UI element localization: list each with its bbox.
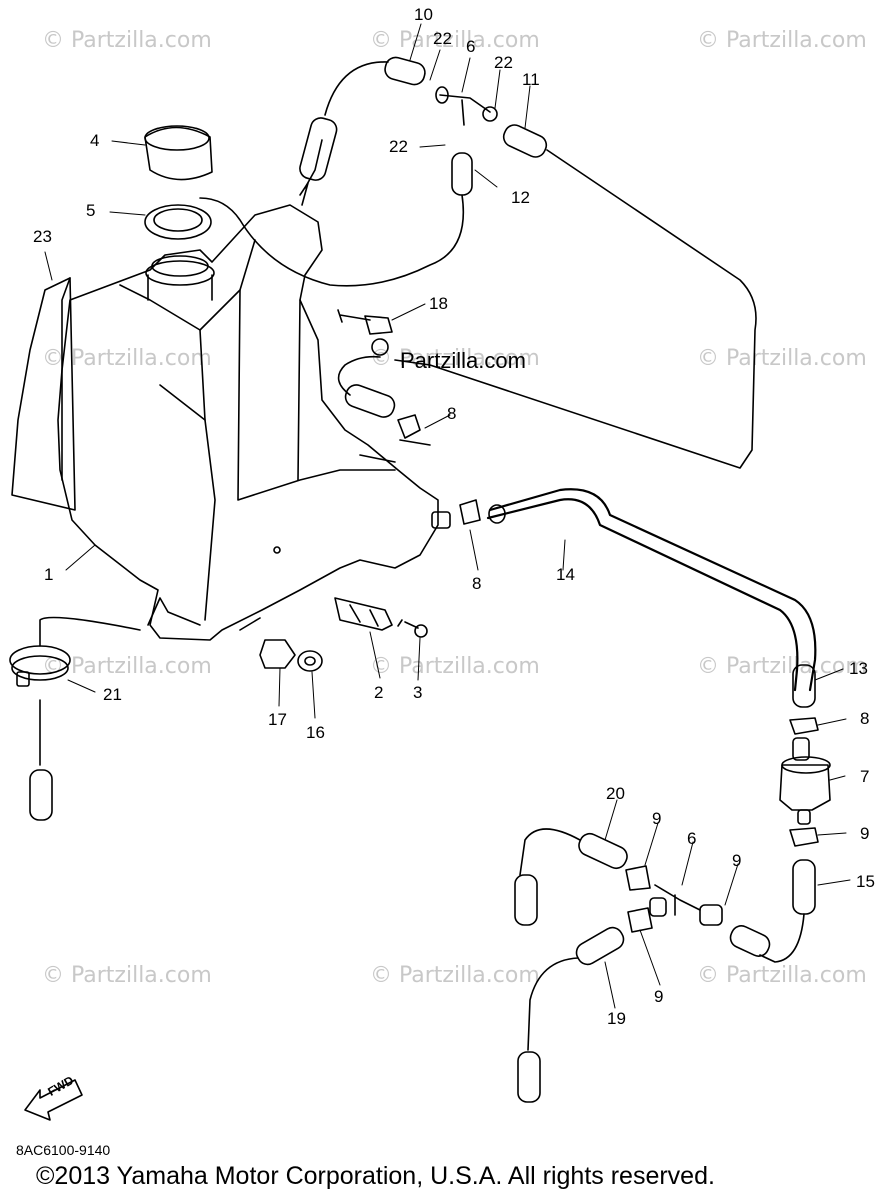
callout-22[interactable]: 22	[389, 137, 408, 156]
watermark: © Partzilla.com	[42, 963, 212, 988]
watermark: © Partzilla.com	[370, 963, 540, 988]
watermark: © Partzilla.com	[370, 28, 540, 53]
callout-23[interactable]: 23	[33, 227, 52, 246]
callout-20[interactable]: 20	[606, 784, 625, 803]
watermark: © Partzilla.com	[370, 346, 540, 371]
callout-16[interactable]: 16	[306, 723, 325, 742]
callout-21[interactable]: 21	[103, 685, 122, 704]
callout-8[interactable]: 8	[472, 574, 482, 593]
callout-10[interactable]: 10	[414, 5, 433, 24]
watermark: © Partzilla.com	[697, 963, 867, 988]
callout-8[interactable]: 8	[447, 404, 457, 423]
callout-15[interactable]: 15	[856, 872, 875, 891]
callout-6[interactable]: 6	[466, 37, 476, 56]
callout-3[interactable]: 3	[413, 683, 423, 702]
callout-9[interactable]: 9	[732, 851, 742, 870]
callout-2[interactable]: 2	[374, 683, 384, 702]
callout-5[interactable]: 5	[86, 201, 96, 220]
watermark: © Partzilla.com	[697, 28, 867, 53]
copyright-notice: ©2013 Yamaha Motor Corporation, U.S.A. A…	[36, 1162, 715, 1190]
callout-1[interactable]: 1	[44, 565, 54, 584]
watermark: © Partzilla.com	[42, 346, 212, 371]
callout-4[interactable]: 4	[90, 131, 100, 150]
callout-6[interactable]: 6	[687, 829, 697, 848]
callout-8[interactable]: 8	[860, 709, 870, 728]
callout-9[interactable]: 9	[860, 824, 870, 843]
fuel-hose	[486, 488, 817, 692]
watermark: © Partzilla.com	[42, 28, 212, 53]
callout-22[interactable]: 22	[494, 53, 513, 72]
fuel-tank	[57, 204, 439, 641]
callout-14[interactable]: 14	[556, 565, 575, 584]
callout-9[interactable]: 9	[652, 809, 662, 828]
callout-7[interactable]: 7	[860, 767, 870, 786]
fwd-arrow	[24, 1079, 83, 1121]
callout-19[interactable]: 19	[607, 1009, 626, 1028]
site-label: Partzilla.com	[400, 348, 526, 373]
callout-12[interactable]: 12	[511, 188, 530, 207]
callout-13[interactable]: 13	[849, 659, 868, 678]
callout-22[interactable]: 22	[433, 29, 452, 48]
watermark: © Partzilla.com	[697, 346, 867, 371]
side-panel	[11, 277, 76, 511]
callout-9[interactable]: 9	[654, 987, 664, 1006]
watermark: © Partzilla.com	[697, 654, 867, 679]
callout-11[interactable]: 11	[522, 70, 540, 89]
callout-17[interactable]: 17	[268, 710, 287, 729]
watermark: © Partzilla.com	[370, 654, 540, 679]
callout-18[interactable]: 18	[429, 294, 448, 313]
diagram-code: 8AC6100-9140	[16, 1142, 111, 1158]
